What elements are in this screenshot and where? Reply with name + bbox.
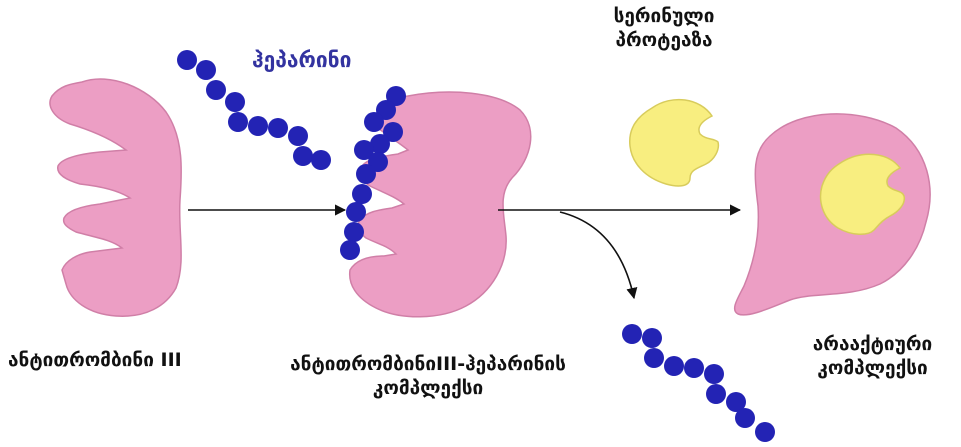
heparin-bead xyxy=(383,122,403,142)
antithrombin-iii-shape xyxy=(49,78,183,317)
inactive-complex-label-line1: არააქტიური xyxy=(812,333,933,355)
heparin-bead xyxy=(622,324,642,344)
heparin-bead xyxy=(196,60,216,80)
heparin-bead xyxy=(288,126,308,146)
heparin-bead xyxy=(356,164,376,184)
heparin-bead xyxy=(735,408,755,428)
heparin-bead xyxy=(206,80,226,100)
heparin-bead xyxy=(311,150,331,170)
bound-protease-shape xyxy=(819,153,906,235)
heparin-chain-bound xyxy=(340,86,406,260)
heparin-bead xyxy=(642,328,662,348)
heparin-bead xyxy=(664,356,684,376)
heparin-bead xyxy=(364,112,384,132)
heparin-bead xyxy=(225,92,245,112)
heparin-bead xyxy=(268,118,288,138)
complex-label-line1: ანტითრომბინიIII-ჰეპარინის xyxy=(290,353,566,375)
heparin-bead xyxy=(370,134,390,154)
heparin-bead xyxy=(726,392,746,412)
heparin-bead xyxy=(293,146,313,166)
heparin-bead xyxy=(644,348,664,368)
heparin-bead xyxy=(706,384,726,404)
arrow-heparin-release xyxy=(559,211,638,300)
serine-protease-shape xyxy=(629,98,720,187)
antithrombin-label: ანტითრომბინი III xyxy=(8,349,182,371)
heparin-bead xyxy=(704,364,724,384)
heparin-bead xyxy=(755,422,775,442)
heparin-chain-free xyxy=(177,50,331,170)
heparin-bead xyxy=(352,184,372,204)
serine-protease-label-line2: პროტეაზა xyxy=(615,29,713,51)
inactive-complex-label: არააქტიური კომპლექსი xyxy=(790,332,955,380)
serine-protease-label-line1: სერინული xyxy=(613,5,715,27)
heparin-bead xyxy=(248,116,268,136)
antithrombin-heparin-complex-label: ანტითრომბინიIII-ჰეპარინის კომპლექსი xyxy=(258,352,598,400)
heparin-bead xyxy=(354,140,374,160)
complex-label-line2: კომპლექსი xyxy=(372,377,484,399)
heparin-bead xyxy=(684,358,704,378)
heparin-bead xyxy=(177,50,197,70)
heparin-bead xyxy=(346,202,366,222)
heparin-bead xyxy=(386,86,406,106)
heparin-chain-released xyxy=(622,324,775,442)
serine-protease-label: სერინული პროტეაზა xyxy=(584,4,744,52)
heparin-bead xyxy=(344,222,364,242)
inactive-complex-label-line2: კომპლექსი xyxy=(817,357,928,379)
heparin-bead xyxy=(340,240,360,260)
heparin-label: ჰეპარინი xyxy=(252,48,352,72)
heparin-bead xyxy=(228,112,248,132)
antithrombin-heparin-shape xyxy=(348,91,532,318)
